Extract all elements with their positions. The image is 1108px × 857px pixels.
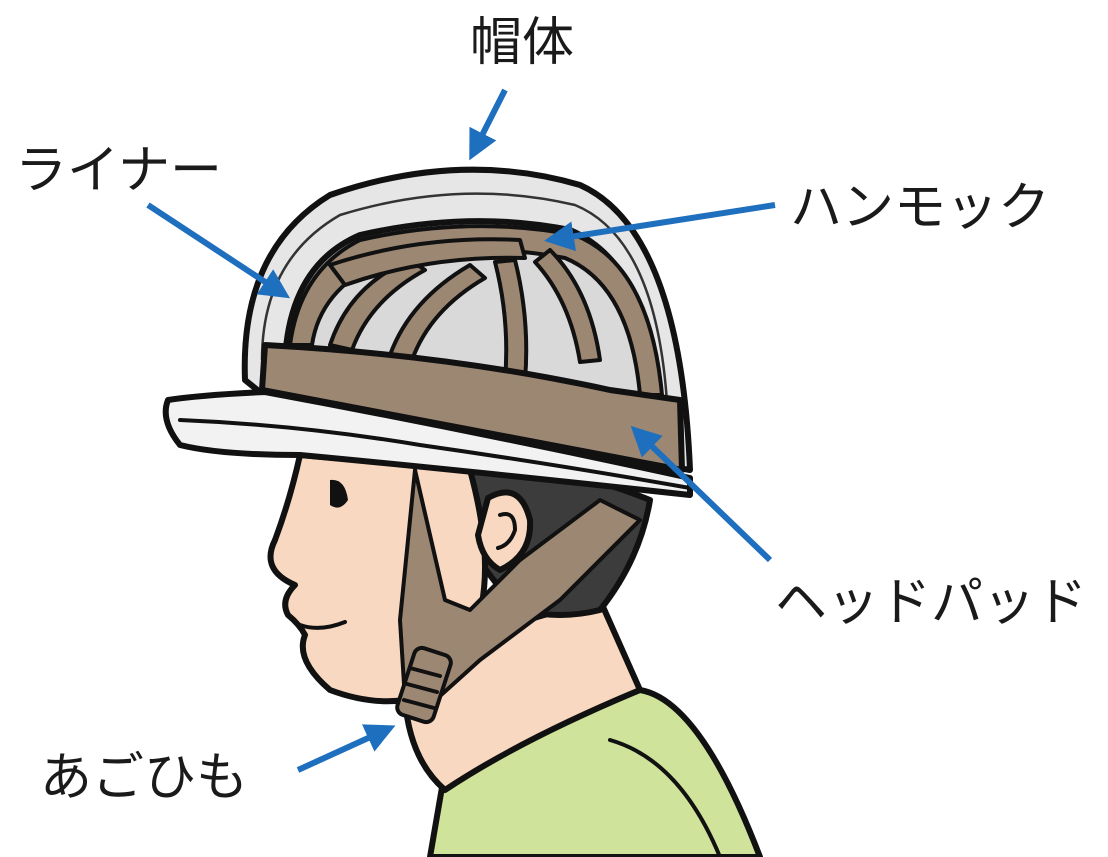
ear xyxy=(475,489,534,573)
arrow-shell xyxy=(469,88,508,161)
brim-edge xyxy=(178,418,692,490)
arrow-chinstrap xyxy=(296,724,396,773)
label-shell: 帽体 xyxy=(470,13,574,73)
label-hammock: ハンモック xyxy=(790,178,1050,238)
ear-inner xyxy=(496,512,517,550)
label-chinstrap: あごひも xyxy=(40,748,248,808)
mouth xyxy=(298,620,347,630)
helmet-brim xyxy=(162,389,693,498)
label-liner: ライナー xyxy=(15,141,222,201)
hammock-straps xyxy=(288,224,664,397)
shirt-collar-line xyxy=(608,738,722,857)
eye xyxy=(330,479,348,508)
liner-hatching xyxy=(260,192,670,421)
arrow-hammock xyxy=(544,202,776,252)
arrow-liner xyxy=(146,202,291,299)
arrow-headpad xyxy=(630,425,773,563)
label-headpad: ヘッドパッド xyxy=(775,573,1087,633)
